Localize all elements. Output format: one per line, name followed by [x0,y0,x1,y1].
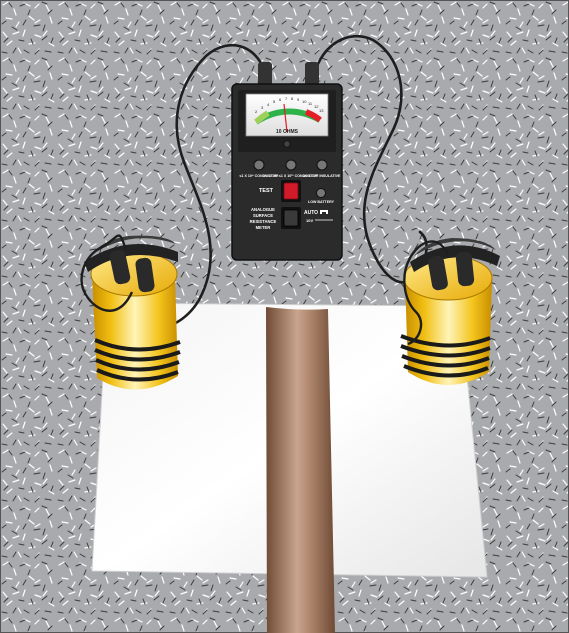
low-battery-label: LOW BATTERY [308,200,335,204]
scale-number: 10 [302,99,307,104]
test-label: TEST [259,188,274,194]
led-conductive-low [254,160,264,170]
right-electrode [401,238,500,385]
meter-name-line1: ANALOGUE [251,207,275,212]
meter-name-line4: METER [256,225,271,230]
test-button[interactable] [284,183,298,199]
led-conductive-mid [286,160,296,170]
sample-strip [266,307,335,633]
resistance-meter: 2 3 4 5 6 7 8 9 10 11 12 13 10 OHMS ≤1 X… [232,62,342,260]
scale-unit-label: 10 OHMS [276,129,299,135]
meter-name-line2: SURFACE [253,213,273,218]
range-label-right: ≥1 X 10¹¹ INSULATIVE [304,174,341,178]
meter-name-line3: RESISTANCE [250,219,277,224]
led-insulative [317,160,327,170]
mode-switch[interactable] [284,210,298,226]
zero-adjust-screw [284,141,290,147]
voltage-label: 10V [306,218,313,223]
low-battery-led [317,189,326,198]
auto-label: AUTO [304,210,318,216]
scale-number: 13 [319,108,324,113]
